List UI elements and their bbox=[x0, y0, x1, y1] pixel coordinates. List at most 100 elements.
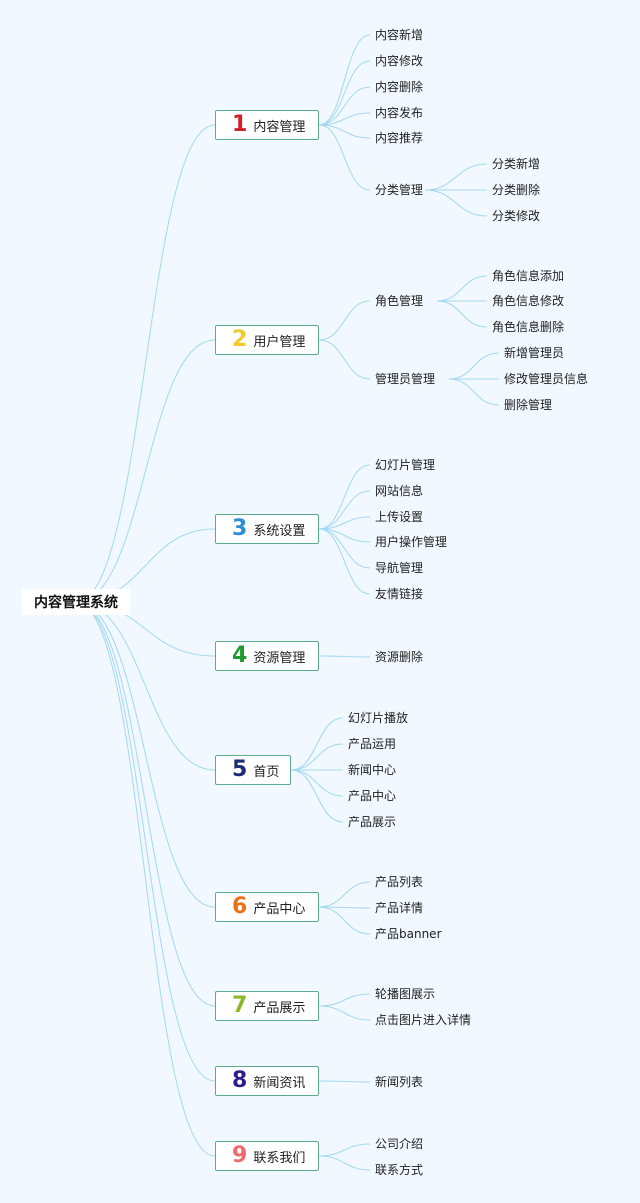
leaf-node: 产品运用 bbox=[348, 737, 397, 751]
connector-line bbox=[75, 601, 216, 1082]
branch-number: 9 bbox=[232, 1143, 248, 1168]
leaf-node: 用户操作管理 bbox=[375, 535, 448, 549]
branch-user-management: 2 用户管理 bbox=[215, 325, 319, 355]
leaf-node: 点击图片进入详情 bbox=[375, 1013, 472, 1027]
connector-line bbox=[424, 189, 488, 217]
leaf-node: 轮播图展示 bbox=[375, 987, 436, 1001]
leaf-node: 角色信息删除 bbox=[492, 320, 565, 334]
branch-number: 1 bbox=[232, 112, 248, 137]
leaf-node: 网站信息 bbox=[375, 484, 424, 498]
branch-number: 3 bbox=[232, 516, 248, 541]
connector-line bbox=[318, 1080, 371, 1083]
connector-line bbox=[318, 490, 371, 530]
connector-line bbox=[318, 528, 371, 569]
leaf-node: 角色信息修改 bbox=[492, 294, 565, 308]
branch-number: 8 bbox=[232, 1068, 248, 1093]
connector-line bbox=[436, 300, 488, 328]
connector-line bbox=[318, 516, 371, 530]
leaf-node: 联系方式 bbox=[375, 1163, 424, 1177]
connector-line bbox=[75, 601, 216, 1157]
leaf-node: 产品列表 bbox=[375, 875, 424, 889]
connector-line bbox=[75, 124, 216, 603]
connector-line bbox=[318, 124, 371, 191]
branch-contact-us: 9 联系我们 bbox=[215, 1141, 319, 1171]
branch-resource-management: 4 资源管理 bbox=[215, 641, 319, 671]
connector-line bbox=[318, 112, 371, 126]
leaf-node: 友情链接 bbox=[375, 587, 424, 601]
leaf-node: 分类删除 bbox=[492, 183, 541, 197]
branch-label: 联系我们 bbox=[253, 1150, 306, 1166]
connector-line bbox=[75, 601, 216, 908]
branch-number: 2 bbox=[232, 327, 248, 352]
connector-line bbox=[318, 1155, 371, 1171]
connector-line bbox=[436, 275, 488, 302]
connector-line bbox=[318, 881, 371, 908]
leaf-node: 产品中心 bbox=[348, 789, 397, 803]
connector-line bbox=[318, 1143, 371, 1157]
leaf-node: 内容发布 bbox=[375, 106, 424, 120]
branch-label: 用户管理 bbox=[253, 334, 306, 350]
branch-number: 4 bbox=[232, 643, 248, 668]
connector-line bbox=[318, 339, 371, 380]
branch-label: 新闻资讯 bbox=[253, 1075, 306, 1091]
sub-branch-node: 分类管理 bbox=[375, 183, 424, 197]
leaf-node: 新闻列表 bbox=[375, 1075, 424, 1089]
branch-label: 系统设置 bbox=[253, 523, 306, 539]
connector-line bbox=[318, 655, 371, 658]
leaf-node: 幻灯片播放 bbox=[348, 711, 409, 725]
leaf-node: 资源删除 bbox=[375, 650, 424, 664]
leaf-node: 角色信息添加 bbox=[492, 269, 565, 283]
connector-line bbox=[318, 464, 371, 530]
branch-label: 首页 bbox=[253, 764, 280, 780]
leaf-node: 内容推荐 bbox=[375, 131, 424, 145]
leaf-node: 内容新增 bbox=[375, 28, 424, 42]
leaf-node: 分类修改 bbox=[492, 209, 541, 223]
leaf-node: 新闻中心 bbox=[348, 763, 397, 777]
branch-system-settings: 3 系统设置 bbox=[215, 514, 319, 544]
branch-label: 内容管理 bbox=[253, 119, 306, 135]
connector-line bbox=[290, 769, 344, 797]
connector-line bbox=[290, 743, 344, 771]
connector-line bbox=[318, 993, 371, 1007]
connector-line bbox=[75, 339, 216, 603]
connector-line bbox=[448, 378, 500, 406]
branch-home: 5 首页 bbox=[215, 755, 291, 785]
connector-line bbox=[318, 34, 371, 126]
connector-line bbox=[75, 601, 216, 771]
leaf-node: 产品详情 bbox=[375, 901, 424, 915]
branch-label: 资源管理 bbox=[253, 650, 306, 666]
connector-line bbox=[318, 1005, 371, 1021]
leaf-node: 产品展示 bbox=[348, 815, 397, 829]
branch-number: 6 bbox=[232, 894, 248, 919]
branch-content-management: 1 内容管理 bbox=[215, 110, 319, 140]
leaf-node: 内容修改 bbox=[375, 54, 424, 68]
leaf-node: 新增管理员 bbox=[504, 346, 565, 360]
connector-line bbox=[290, 717, 344, 771]
connector-line bbox=[318, 300, 371, 341]
leaf-node: 公司介绍 bbox=[375, 1137, 424, 1151]
leaf-node: 分类新增 bbox=[492, 157, 541, 171]
sub-branch-node: 角色管理 bbox=[375, 294, 424, 308]
connector-line bbox=[318, 528, 371, 595]
branch-news: 8 新闻资讯 bbox=[215, 1066, 319, 1096]
connector-line bbox=[290, 769, 344, 823]
branch-number: 7 bbox=[232, 993, 248, 1018]
connector-line bbox=[318, 124, 371, 139]
branch-number: 5 bbox=[232, 757, 248, 782]
branch-label: 产品中心 bbox=[253, 901, 306, 917]
leaf-node: 产品banner bbox=[375, 927, 442, 941]
branch-product-display: 7 产品展示 bbox=[215, 991, 319, 1021]
connector-line bbox=[424, 163, 488, 191]
sub-branch-node: 管理员管理 bbox=[375, 372, 436, 386]
connector-line bbox=[318, 60, 371, 126]
branch-label: 产品展示 bbox=[253, 1000, 306, 1016]
connector-line bbox=[75, 601, 216, 1007]
connector-line bbox=[318, 906, 371, 935]
leaf-node: 上传设置 bbox=[375, 510, 424, 524]
connector-line bbox=[318, 86, 371, 126]
root-node: 内容管理系统 bbox=[22, 589, 130, 615]
branch-product-center: 6 产品中心 bbox=[215, 892, 319, 922]
leaf-node: 删除管理 bbox=[504, 398, 553, 412]
leaf-node: 内容删除 bbox=[375, 80, 424, 94]
